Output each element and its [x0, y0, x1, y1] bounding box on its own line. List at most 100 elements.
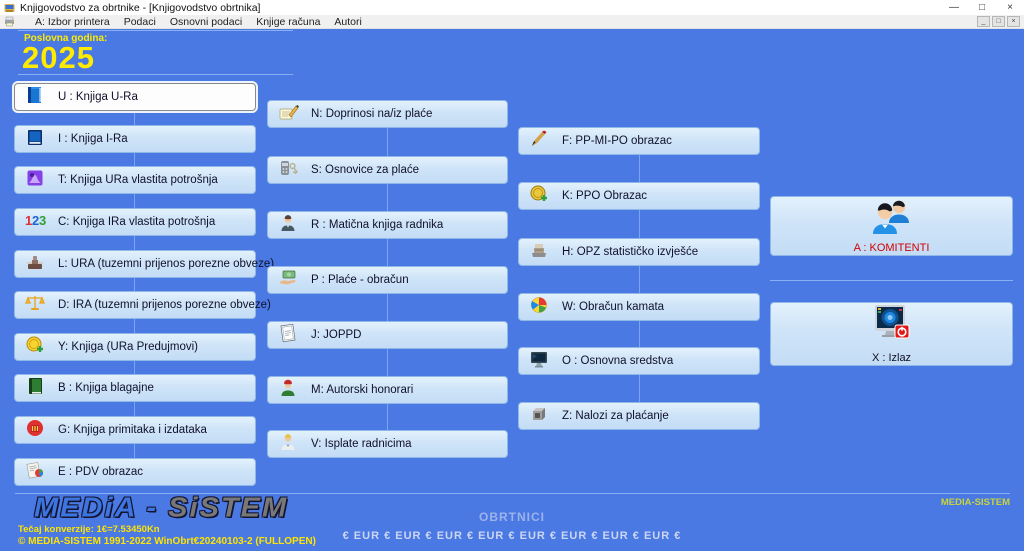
- button-pdv-obrazac[interactable]: E : PDV obrazac: [14, 458, 256, 486]
- exchange-rate-note: Tečaj konverzije: 1€=7.53450Kn: [18, 524, 160, 535]
- notepad-pencil-icon: [277, 101, 299, 128]
- menu-item-podaci[interactable]: Podaci: [123, 15, 156, 28]
- logo-dash: -: [136, 492, 169, 524]
- button-nalozi-za-placanje[interactable]: Z: Nalozi za plaćanje: [518, 402, 760, 430]
- business-year-label: Poslovna godina:: [24, 33, 108, 44]
- button-ira-tuzemni-prijenos[interactable]: D: IRA (tuzemni prijenos porezne obveze): [14, 291, 271, 319]
- button-komitenti[interactable]: A : KOMITENTI: [770, 196, 1013, 256]
- window-title: Knjigovodstvo za obrtnike - [Knjigovodst…: [20, 1, 261, 14]
- author-person-icon: [277, 377, 299, 404]
- maximize-button[interactable]: □: [978, 2, 986, 13]
- brand-right-label: MEDIA-SISTEM: [940, 497, 1010, 508]
- worker-person-icon: [277, 212, 299, 239]
- document-pie-icon: [24, 459, 46, 486]
- button-label: R : Matična knjiga radnika: [311, 219, 444, 231]
- close-button[interactable]: ×: [1007, 2, 1013, 13]
- button-osnovna-sredstva[interactable]: O : Osnovna sredstva: [518, 347, 760, 375]
- button-knjiga-primitaka-izdataka[interactable]: G: Knjiga primitaka i izdataka: [14, 416, 256, 444]
- button-label: G: Knjiga primitaka i izdataka: [58, 424, 207, 436]
- button-label: P : Plaće - obračun: [311, 274, 409, 286]
- mdi-minimize-button[interactable]: _: [977, 16, 990, 27]
- button-maticna-knjiga-radnika[interactable]: R : Matična knjiga radnika: [267, 211, 508, 239]
- button-place-obracun[interactable]: P : Plaće - obračun: [267, 266, 508, 294]
- logo-media: MEDiA: [34, 492, 137, 524]
- button-obracun-kamata[interactable]: W: Obračun kamata: [518, 293, 760, 321]
- people-icon: [869, 198, 915, 241]
- gray-device-icon: [528, 403, 550, 430]
- eur-ticker-line: € EUR € EUR € EUR € EUR € EUR € EUR € EU…: [342, 530, 682, 542]
- connector-line: [639, 321, 640, 347]
- connector-line: [134, 361, 135, 374]
- register-icon: [528, 239, 550, 266]
- button-label: V: Isplate radnicima: [311, 438, 412, 450]
- connector-line: [639, 155, 640, 182]
- menu-item-autori[interactable]: Autori: [334, 15, 362, 28]
- button-label: O : Osnovna sredstva: [562, 355, 674, 367]
- button-label: H: OPZ statističko izvješće: [562, 246, 699, 258]
- minimize-button[interactable]: —: [949, 2, 959, 13]
- button-knjiga-blagajne[interactable]: B : Knjiga blagajne: [14, 374, 256, 402]
- button-osnovice-za-place[interactable]: S: Osnovice za plaće: [267, 156, 508, 184]
- button-isplate-radnicima[interactable]: V: Isplate radnicima: [267, 430, 508, 458]
- button-knjiga-ura-predujmovi[interactable]: Y: Knjiga (URa Predujmovi): [14, 333, 256, 361]
- connector-line: [134, 236, 135, 250]
- button-label: I : Knjiga I-Ra: [58, 133, 128, 145]
- button-autorski-honorari[interactable]: M: Autorski honorari: [267, 376, 508, 404]
- connector-line: [639, 210, 640, 238]
- obrtnici-title: OBRTNICI: [479, 510, 545, 524]
- mdi-close-button[interactable]: ×: [1007, 16, 1020, 27]
- button-label: M: Autorski honorari: [311, 384, 414, 396]
- connector-line: [134, 402, 135, 416]
- pie-disc-icon: [528, 294, 550, 321]
- book-green-icon: [24, 375, 46, 402]
- connector-line: [387, 239, 388, 266]
- button-doprinosi-place[interactable]: N: Doprinosi na/iz plaće: [267, 100, 508, 128]
- button-label: D: IRA (tuzemni prijenos porezne obveze): [58, 299, 271, 311]
- button-knjiga-i-ra[interactable]: I : Knjiga I-Ra: [14, 125, 256, 153]
- divider: [18, 30, 293, 31]
- button-label: F: PP-MI-PO obrazac: [562, 135, 672, 147]
- button-opz-statisticko-izvjesce[interactable]: H: OPZ statističko izvješće: [518, 238, 760, 266]
- button-izlaz[interactable]: X : Izlaz: [770, 302, 1013, 366]
- red-ledger-icon: [24, 417, 46, 444]
- logo-sistem: SiSTEM: [168, 492, 289, 524]
- button-knjiga-ura-vlastita-potrosnja[interactable]: T: Knjiga URa vlastita potrošnja: [14, 166, 256, 194]
- button-label: B : Knjiga blagajne: [58, 382, 154, 394]
- copyright-text: © MEDIA-SISTEM 1991-2022 WinObrt€2024010…: [18, 536, 316, 547]
- payout-person-icon: [277, 431, 299, 458]
- connector-line: [134, 278, 135, 291]
- titlebar: Knjigovodstvo za obrtnike - [Knjigovodst…: [0, 0, 1024, 15]
- button-label: L: URA (tuzemni prijenos porezne obveze): [58, 258, 275, 270]
- button-label: E : PDV obrazac: [58, 466, 144, 478]
- media-sistem-logo: MEDiA - SiSTEM: [34, 493, 288, 524]
- button-label: U : Knjiga U-Ra: [58, 91, 138, 103]
- app-icon: [4, 2, 15, 13]
- button-label: W: Obračun kamata: [562, 301, 665, 313]
- connector-line: [639, 266, 640, 293]
- button-pp-mi-po-obrazac[interactable]: F: PP-MI-PO obrazac: [518, 127, 760, 155]
- divider: [770, 280, 1013, 281]
- button-label: N: Doprinosi na/iz plaće: [311, 108, 433, 120]
- svg-text:1: 1: [25, 213, 32, 228]
- connector-line: [134, 194, 135, 208]
- calculator-key-icon: [277, 157, 299, 184]
- button-knjiga-u-ra[interactable]: U : Knjiga U-Ra: [14, 83, 256, 111]
- menu-item-izbor-printera[interactable]: A: Izbor printera: [35, 15, 110, 28]
- button-ppo-obrazac[interactable]: K: PPO Obrazac: [518, 182, 760, 210]
- menubar: A: Izbor printera Podaci Osnovni podaci …: [0, 15, 1024, 29]
- menu-item-osnovni-podaci[interactable]: Osnovni podaci: [169, 15, 243, 28]
- divider: [15, 493, 1010, 494]
- button-label: J: JOPPD: [311, 329, 362, 341]
- connector-line: [639, 375, 640, 402]
- connector-line: [387, 128, 388, 156]
- mdi-restore-button[interactable]: □: [992, 16, 1005, 27]
- button-ura-tuzemni-prijenos[interactable]: L: URA (tuzemni prijenos porezne obveze): [14, 250, 274, 278]
- purple-app-icon: [24, 167, 46, 194]
- connector-line: [134, 111, 135, 125]
- svg-text:2: 2: [32, 213, 39, 228]
- button-joppd[interactable]: J: JOPPD: [267, 321, 508, 349]
- menu-item-knjige-racuna[interactable]: Knjige računa: [256, 15, 321, 28]
